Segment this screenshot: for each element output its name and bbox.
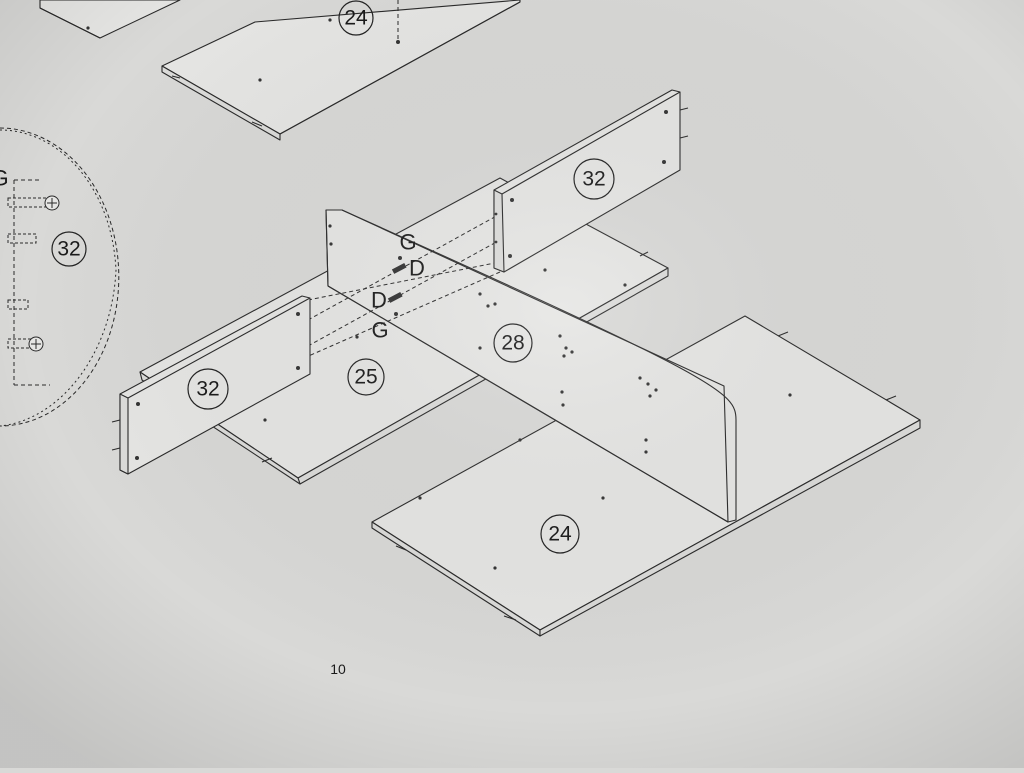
detail-upper-dowel	[7, 233, 37, 244]
callout-label: 25	[354, 366, 377, 389]
hardware-letter-d-lower: D	[371, 288, 387, 313]
page-number: 10	[330, 661, 346, 677]
callout-label: 32	[582, 168, 605, 191]
back-panel-left-dowel-pins	[111, 419, 121, 451]
detail-lower-dowel	[7, 299, 29, 310]
hardware-letter-d-upper: D	[409, 256, 425, 281]
hardware-letter-g-lower: G	[371, 318, 388, 343]
callout-detail-panel: 32	[51, 231, 87, 267]
detail-letter-g: G	[0, 166, 9, 191]
hardware-letter-g-upper: G	[399, 230, 416, 255]
callout-label: 24	[344, 7, 368, 30]
callout-label: 32	[57, 238, 80, 261]
detail-lower-screw	[7, 336, 44, 352]
top-shelf-panel: 24	[161, 0, 521, 141]
callout-label: 24	[548, 523, 572, 546]
callout-label: 32	[196, 378, 219, 401]
callout-label: 28	[501, 332, 524, 355]
top-left-partial-panel	[39, 0, 181, 39]
detail-magnifier: G 32	[0, 127, 120, 427]
detail-upper-screw	[7, 195, 60, 211]
